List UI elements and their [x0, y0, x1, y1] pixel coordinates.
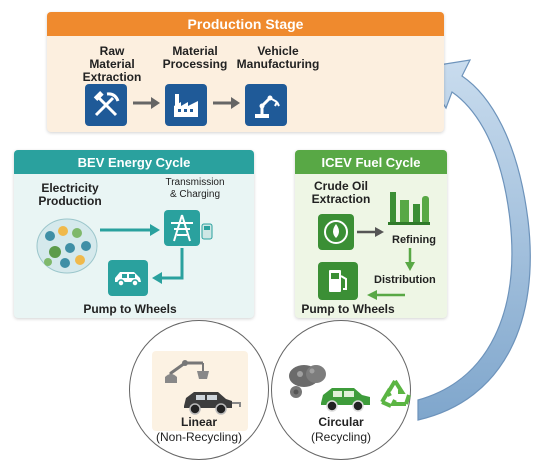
- arrow-right-icon: [133, 96, 161, 115]
- charger-icon: [201, 222, 213, 245]
- factory-icon: [165, 84, 207, 126]
- electric-car-icon: [108, 260, 148, 296]
- fuel-pump-icon: [318, 262, 358, 300]
- robot-arm-icon: [245, 84, 287, 126]
- arrow-right-icon: [100, 223, 162, 242]
- old-car-icon: [180, 386, 244, 421]
- bev-energy-cycle-title: BEV Energy Cycle: [14, 150, 254, 174]
- arrow-down-icon: [404, 248, 416, 277]
- material-processing-label: Material Processing: [162, 44, 228, 71]
- distribution-label: Distribution: [374, 274, 436, 286]
- refining-label: Refining: [392, 234, 436, 246]
- bev-pump-to-wheels-label: Pump to Wheels: [83, 302, 177, 316]
- oil-drop-icon: [318, 214, 354, 250]
- icev-pump-to-wheels-label: Pump to Wheels: [301, 302, 395, 316]
- production-stage-title: Production Stage: [47, 12, 444, 36]
- raw-material-label: Raw Material Extraction: [82, 44, 142, 84]
- pickaxe-hammer-icon: [85, 84, 127, 126]
- linear-label: Linear (Non-Recycling): [155, 415, 243, 444]
- arrow-down-left-icon: [150, 248, 190, 293]
- arrow-left-icon: [365, 288, 407, 306]
- icev-fuel-cycle-title: ICEV Fuel Cycle: [295, 150, 447, 174]
- power-sources-icon: [36, 218, 98, 279]
- transmission-tower-icon: [164, 210, 200, 246]
- crude-oil-extraction-label: Crude Oil Extraction: [311, 179, 371, 206]
- arrow-right-icon: [357, 225, 385, 243]
- arrow-right-icon: [213, 96, 241, 115]
- transmission-charging-label: Transmission & Charging: [165, 177, 225, 200]
- green-car-icon: [318, 381, 378, 418]
- electricity-production-label: Electricity Production: [38, 181, 102, 208]
- scrap-crane-icon: [163, 357, 223, 392]
- recycle-icon: [378, 378, 412, 415]
- scrap-pile-icon: [286, 362, 334, 407]
- vehicle-manufacturing-label: Vehicle Manufacturing: [236, 44, 320, 71]
- refinery-icon: [386, 186, 432, 231]
- circular-label: Circular (Recycling): [310, 415, 371, 444]
